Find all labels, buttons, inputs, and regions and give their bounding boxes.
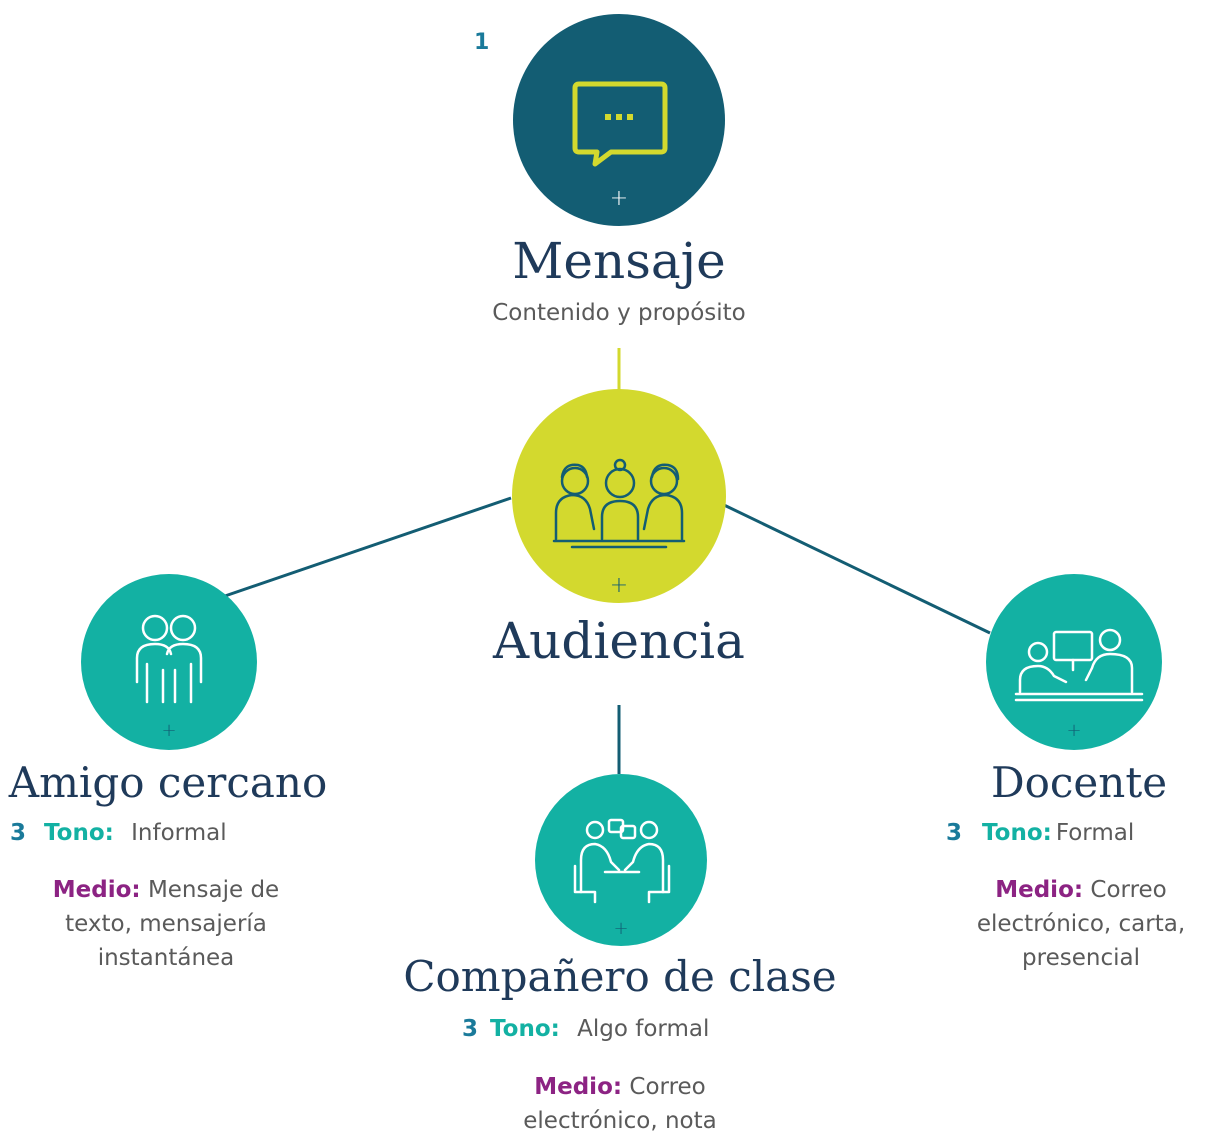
medium-line: Correo <box>629 1074 706 1100</box>
speech-bubble-icon <box>572 81 668 167</box>
docente-title: Docente <box>990 758 1168 807</box>
meeting-group-icon <box>552 458 686 549</box>
medium-label: Medio: <box>52 877 141 903</box>
medium-line: electrónico, nota <box>523 1108 717 1134</box>
tone-label: Tono: <box>44 820 114 846</box>
medium-line: Correo <box>1090 877 1167 903</box>
mensaje-subtitle: Contenido y propósito <box>492 300 746 326</box>
teacher-student-desk-icon <box>1014 628 1144 702</box>
medium-label: Medio: <box>534 1074 623 1100</box>
amigo-tone: 3 Tono: Informal <box>10 820 227 846</box>
companero-tone: 3 Tono: Algo formal <box>462 1016 709 1042</box>
audiencia-node[interactable]: + <box>512 389 726 603</box>
tone-label: Tono: <box>982 820 1052 846</box>
expand-icon[interactable]: + <box>609 573 629 598</box>
connector-audiencia-docente <box>723 503 991 635</box>
medium-label: Medio: <box>995 877 1084 903</box>
medium-line: electrónico, carta, <box>976 911 1186 937</box>
expand-icon[interactable]: + <box>613 918 629 939</box>
docente-tone: 3 Tono:Formal <box>946 820 1134 846</box>
medium-line: presencial <box>1022 945 1140 971</box>
companero-node[interactable]: + <box>535 774 707 946</box>
medium-line: Mensaje de <box>147 877 280 903</box>
tone-value: Algo formal <box>577 1016 710 1042</box>
amigo-node[interactable]: + <box>81 574 257 750</box>
connector-audiencia-amigo <box>221 496 512 599</box>
step-number-mensaje: 1 <box>474 30 490 55</box>
expand-icon[interactable]: + <box>1066 720 1082 741</box>
amigo-title: Amigo cercano <box>8 758 328 807</box>
mensaje-title: Mensaje <box>512 232 726 290</box>
audiencia-title: Audiencia <box>493 612 745 670</box>
companero-title: Compañero de clase <box>403 952 837 1001</box>
mensaje-node[interactable]: + <box>513 14 725 226</box>
tone-value: Formal <box>1055 820 1135 846</box>
companero-medium: Medio: Correo electrónico, nota <box>460 1070 780 1138</box>
docente-medium: Medio: Correo electrónico, carta, presen… <box>956 873 1206 975</box>
tone-value: Informal <box>131 820 227 846</box>
step-number-amigo: 3 <box>10 820 27 846</box>
medium-line: texto, mensajería <box>65 911 267 937</box>
step-number-docente: 3 <box>946 820 963 846</box>
tone-label: Tono: <box>490 1016 560 1042</box>
expand-icon[interactable]: + <box>609 186 629 211</box>
classmates-talking-icon <box>573 818 671 904</box>
two-friends-icon <box>135 614 203 704</box>
amigo-medium: Medio: Mensaje de texto, mensajería inst… <box>6 873 326 975</box>
step-number-companero: 3 <box>462 1016 479 1042</box>
expand-icon[interactable]: + <box>161 720 177 741</box>
docente-node[interactable]: + <box>986 574 1162 750</box>
medium-line: instantánea <box>97 945 235 971</box>
